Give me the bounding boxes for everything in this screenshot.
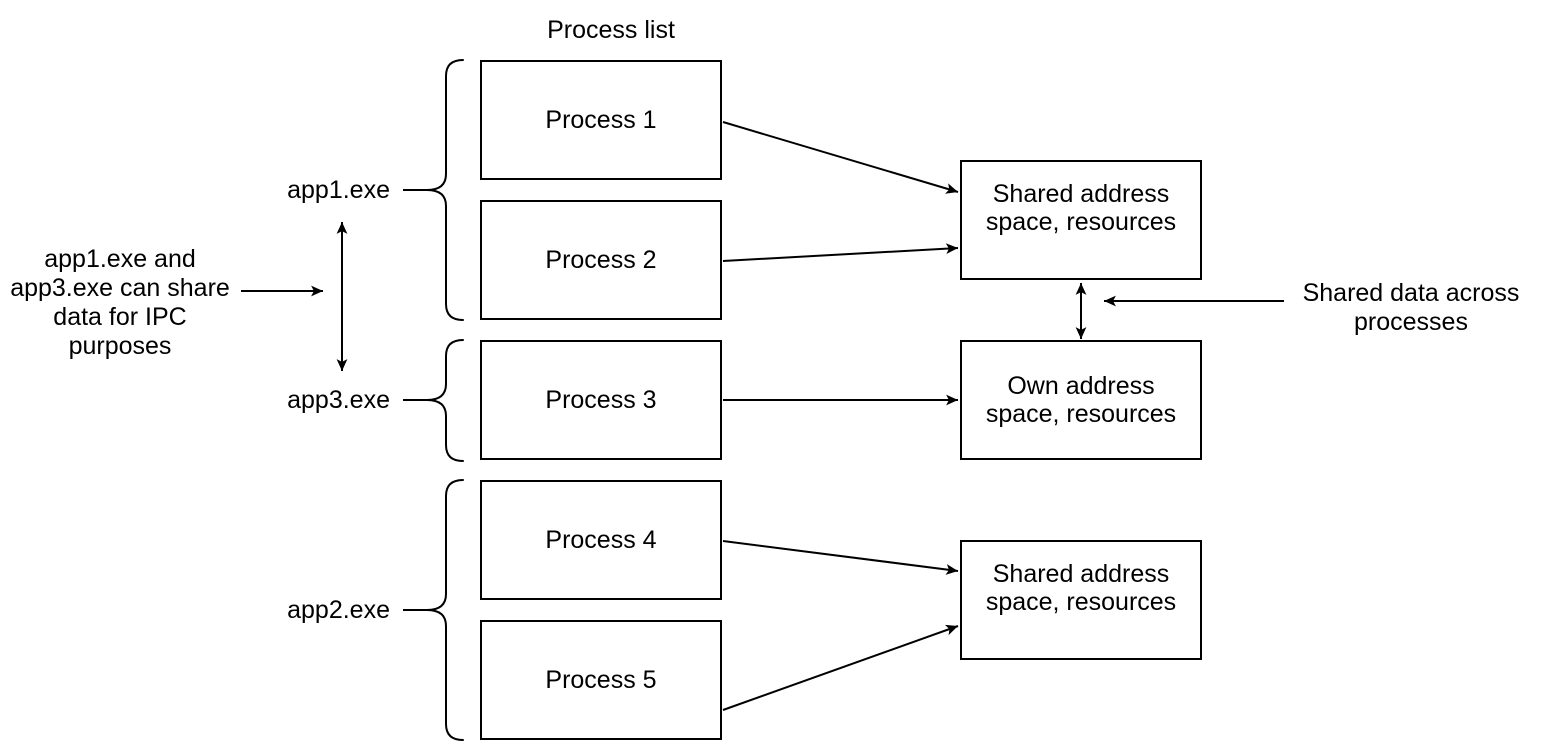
process-5-box: Process 5: [480, 620, 722, 740]
app2-exe-label: app2.exe: [287, 596, 390, 624]
shared-address-top-box: Shared address space, resources: [960, 160, 1202, 280]
shared-address-bottom-box: Shared address space, resources: [960, 540, 1202, 660]
own-address-line1: Own address: [1007, 372, 1155, 400]
app1-exe-label: app1.exe: [287, 176, 390, 204]
process-2-label: Process 2: [545, 246, 657, 274]
app3-exe-label: app3.exe: [287, 386, 390, 414]
process-4-label: Process 4: [545, 526, 657, 554]
process-list-title: Process list: [547, 16, 675, 44]
process-4-box: Process 4: [480, 480, 722, 600]
ipc-annotation-line3: data for IPC purposes: [53, 303, 187, 360]
process-5-label: Process 5: [545, 666, 657, 694]
own-address-line2: space, resources: [985, 400, 1177, 428]
brace-app1: [426, 59, 464, 321]
process-2-box: Process 2: [480, 200, 722, 320]
ipc-annotation-line2: app3.exe can share: [10, 274, 230, 302]
process-1-box: Process 1: [480, 60, 722, 180]
ipc-annotation: app1.exe and app3.exe can share data for…: [2, 245, 238, 361]
process-1-label: Process 1: [545, 106, 657, 134]
shared-data-annotation-line1: Shared data across: [1302, 279, 1520, 307]
shared-address-top-line1: Shared address: [992, 180, 1170, 208]
shared-address-top-line2: space, resources: [985, 208, 1177, 236]
arrow-process4-to-shared-bottom: [722, 540, 959, 575]
shared-address-top-label: Shared address space, resources: [986, 180, 1176, 236]
shared-address-bottom-line1: Shared address: [992, 560, 1170, 588]
shared-address-bottom-label: Shared address space, resources: [986, 560, 1176, 616]
arrow-process2-to-shared-top: [722, 243, 959, 262]
shared-data-annotation-line2: processes: [1354, 308, 1468, 336]
process-3-box: Process 3: [480, 340, 722, 460]
process-3-label: Process 3: [545, 386, 657, 414]
shared-address-bottom-line2: space, resources: [985, 588, 1177, 616]
brace-app3: [426, 339, 464, 462]
brace-app2: [426, 479, 464, 741]
shared-data-annotation: Shared data across processes: [1299, 279, 1523, 337]
own-address-box: Own address space, resources: [960, 340, 1202, 460]
arrow-process5-to-shared-bottom: [722, 624, 959, 711]
ipc-annotation-line1: app1.exe and: [44, 245, 196, 273]
own-address-label: Own address space, resources: [986, 372, 1176, 428]
arrow-process1-to-shared-top: [722, 121, 959, 194]
